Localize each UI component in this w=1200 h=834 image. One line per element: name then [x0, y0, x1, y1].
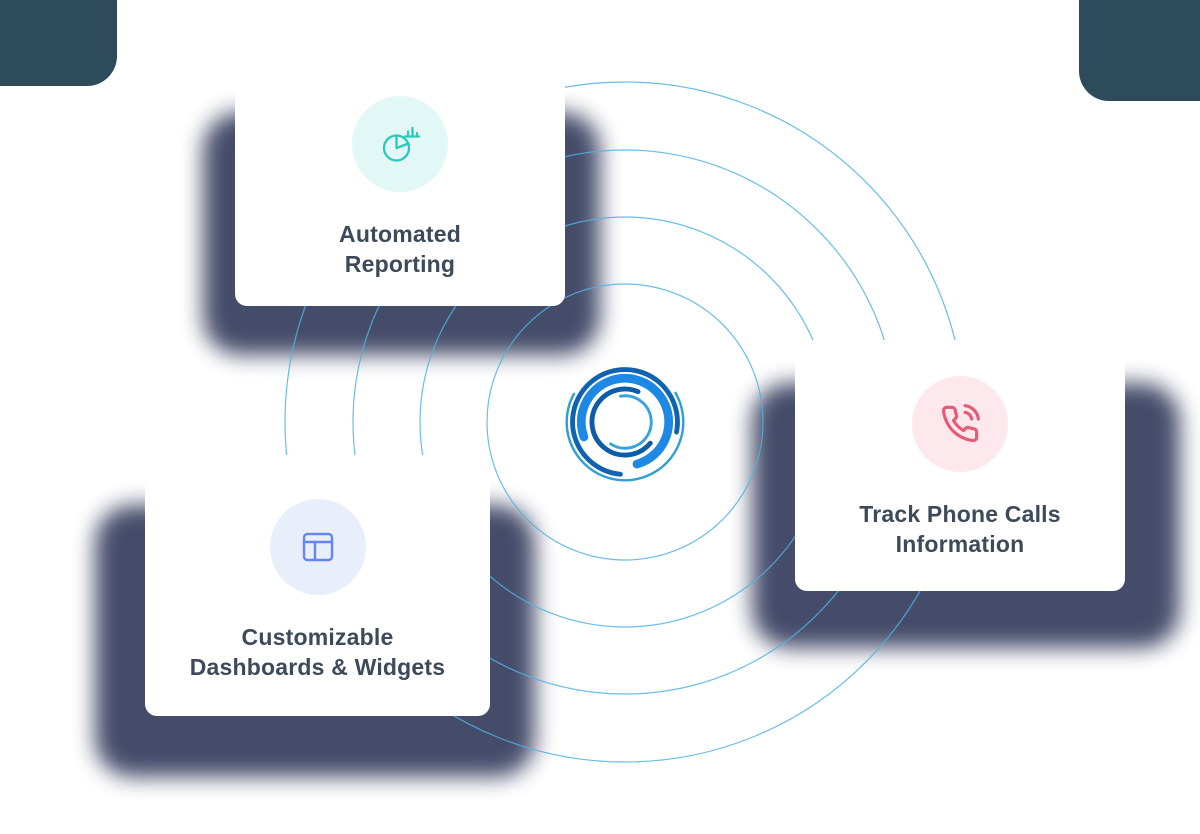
card-title-line: Dashboards & Widgets	[189, 654, 446, 680]
logo-ring	[597, 394, 653, 450]
phone-call-icon	[941, 404, 980, 443]
card-title: Automated Reporting	[339, 219, 461, 279]
logo-ring	[576, 373, 674, 471]
card-title-line: Track Phone Calls	[859, 501, 1061, 527]
corner-accent-top-right	[1079, 0, 1200, 101]
brand-logo	[565, 362, 685, 482]
pie-chart-icon-circle	[352, 96, 448, 192]
corner-accent-top-left	[0, 0, 117, 86]
ripple-circle	[486, 283, 764, 561]
card-title: Track Phone Calls Information	[859, 499, 1061, 559]
card-title-line: Reporting	[344, 251, 456, 277]
logo-ring	[565, 362, 685, 482]
card-customizable-dashboards: Customizable Dashboards & Widgets	[145, 455, 490, 716]
logo-ring	[570, 367, 680, 477]
card-title-line: Automated	[339, 221, 461, 247]
dashboard-layout-icon-circle	[269, 499, 366, 595]
phone-call-icon-circle	[912, 376, 1008, 472]
card-track-phone-calls: Track Phone Calls Information	[795, 340, 1125, 591]
card-title-line: Customizable	[241, 624, 394, 650]
dashboard-layout-icon	[302, 532, 333, 562]
card-automated-reporting: Automated Reporting	[235, 60, 565, 306]
card-title: Customizable Dashboards & Widgets	[190, 622, 446, 682]
logo-ring	[589, 386, 661, 458]
pie-chart-icon	[382, 126, 421, 162]
card-title-line: Information	[895, 531, 1025, 557]
